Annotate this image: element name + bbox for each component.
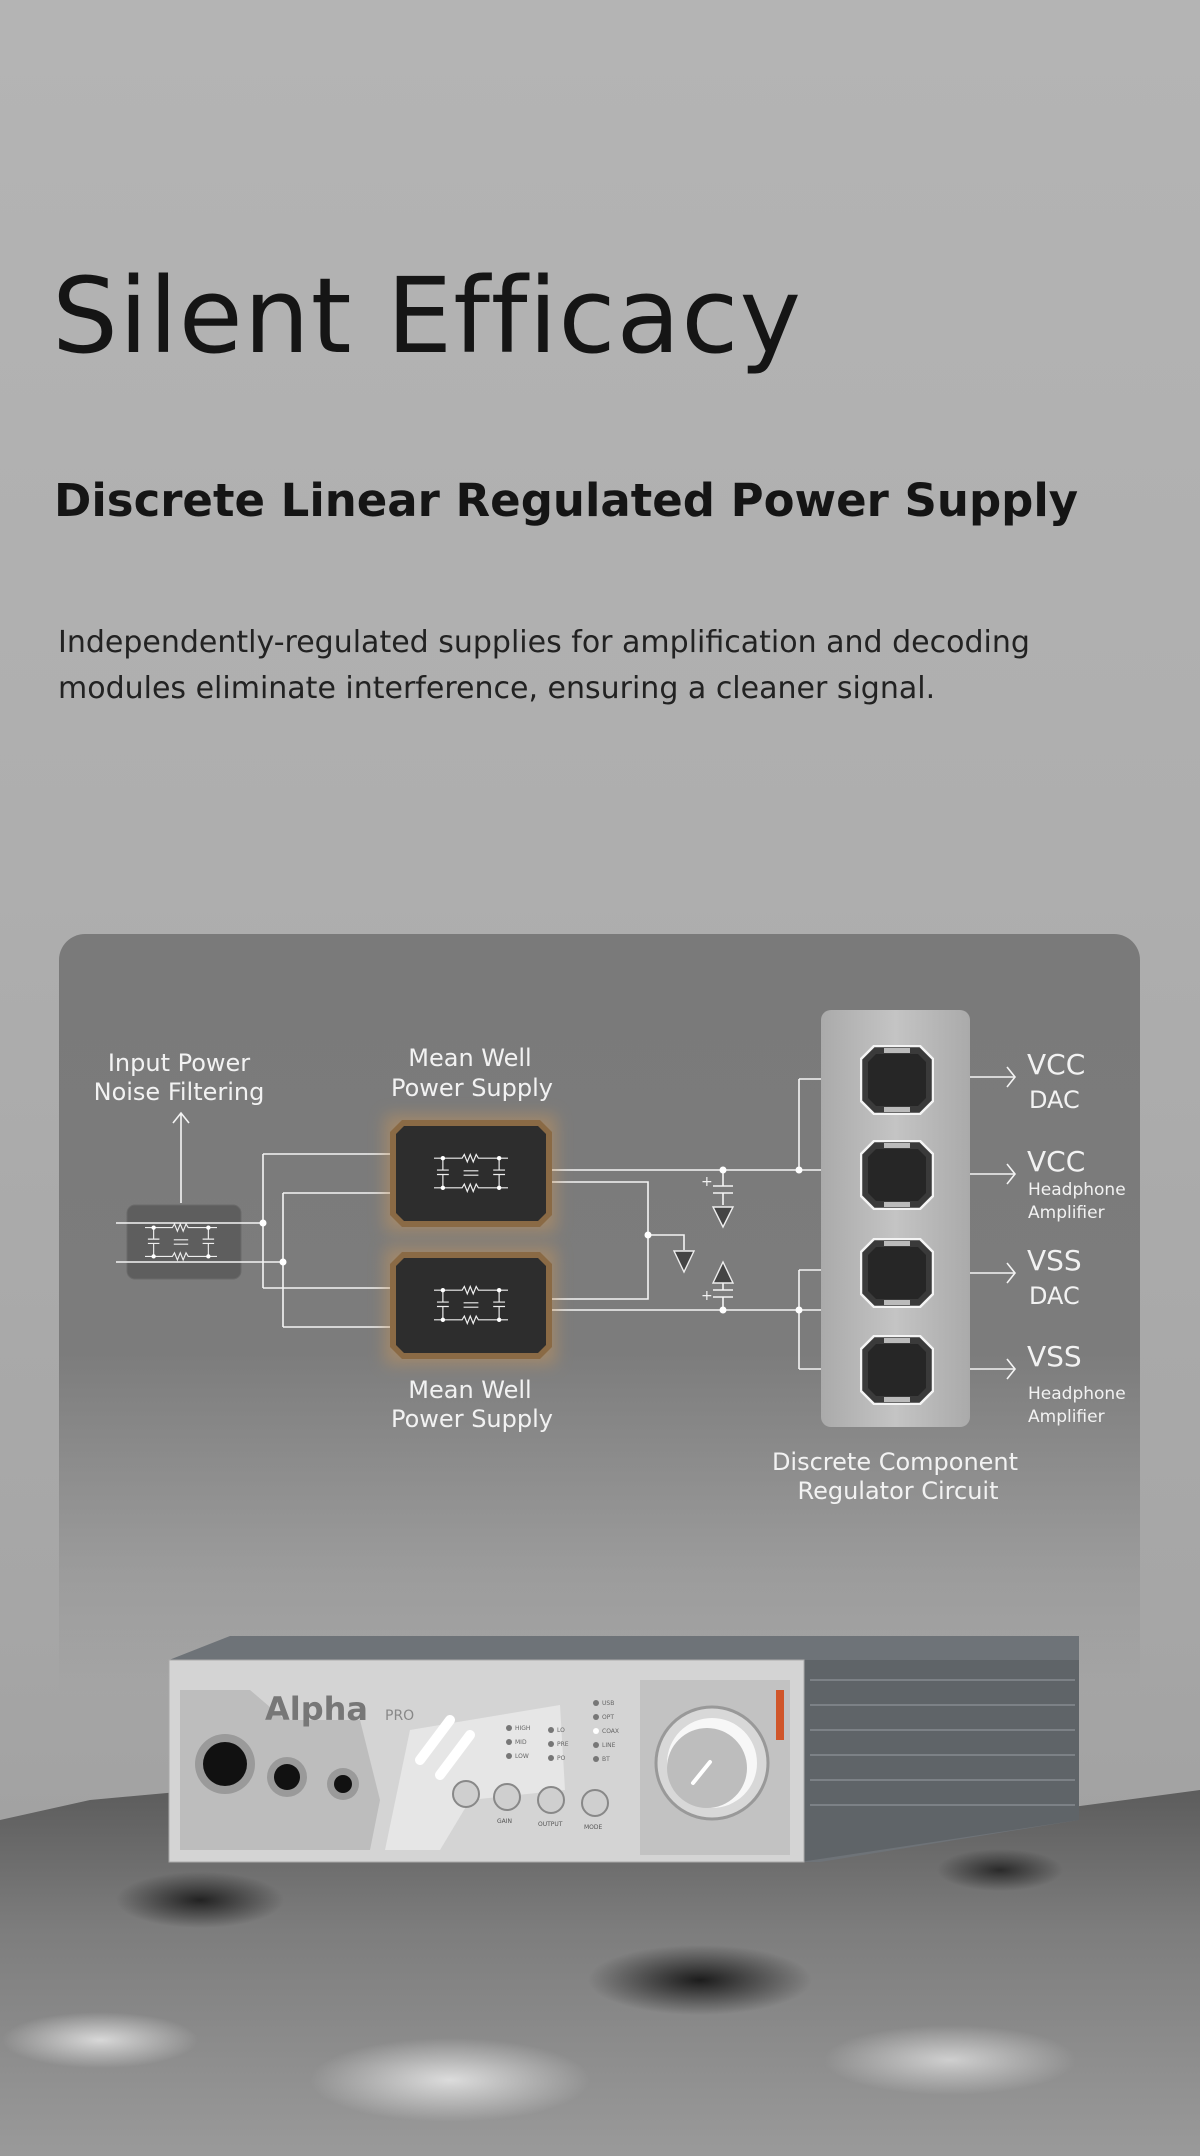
output-4-target-1: Headphone (1028, 1384, 1126, 1404)
psu-top-label-1: Mean Well (408, 1044, 531, 1072)
button[interactable] (452, 1780, 480, 1808)
mode-button[interactable] (581, 1789, 609, 1817)
input-filter-label-1: Input Power (108, 1049, 250, 1077)
knob-label: MODE (584, 1824, 603, 1831)
output-2-rail: VCC (1027, 1145, 1085, 1178)
junctions: ++ (259, 1166, 803, 1314)
input-filter-label-2: Noise Filtering (94, 1078, 265, 1106)
led-label: COAX (602, 1728, 619, 1735)
gain-button[interactable] (493, 1783, 521, 1811)
headphone-jack (274, 1764, 300, 1790)
output-2-target-2: Amplifier (1028, 1203, 1105, 1223)
mini-jack (334, 1775, 352, 1793)
led-label: MID (515, 1739, 527, 1746)
regulator-column (821, 1010, 970, 1427)
output-button[interactable] (537, 1786, 565, 1814)
regulator-label-2: Regulator Circuit (797, 1477, 998, 1505)
output-4-target-2: Amplifier (1028, 1407, 1105, 1427)
led-label: LINE (602, 1742, 616, 1749)
page-subtitle: Discrete Linear Regulated Power Supply (54, 474, 1079, 527)
led-label: PO (557, 1755, 566, 1762)
psu-top (385, 1115, 556, 1232)
knob-label: GAIN (497, 1818, 512, 1825)
led-label: USB (602, 1700, 614, 1707)
svg-text:+: + (701, 1174, 713, 1190)
output-3-rail: VSS (1027, 1244, 1082, 1277)
psu-bottom-label-1: Mean Well (408, 1376, 531, 1404)
output-2-target-1: Headphone (1028, 1180, 1126, 1200)
led-label: HIGH (515, 1725, 530, 1732)
accent-stripe (776, 1690, 784, 1740)
knob-label: OUTPUT (538, 1821, 563, 1828)
wires (116, 1066, 1017, 1380)
page-title: Silent Efficacy (52, 255, 803, 377)
device-model: PRO (385, 1708, 414, 1724)
led-label: OPT (602, 1714, 614, 1721)
led-label: LO (557, 1727, 565, 1734)
psu-bottom-label-2: Power Supply (391, 1405, 553, 1433)
output-1-rail: VCC (1027, 1048, 1085, 1081)
led-label: BT (602, 1756, 610, 1763)
led-label: LOW (515, 1753, 529, 1760)
psu-bottom (385, 1247, 556, 1364)
xlr-jack (203, 1742, 247, 1786)
led-label: PRE (557, 1741, 569, 1748)
output-4-rail: VSS (1027, 1340, 1082, 1373)
ground-symbols (672, 1206, 735, 1284)
psu-top-label-2: Power Supply (391, 1074, 553, 1102)
regulator-label-1: Discrete Component (772, 1448, 1018, 1476)
device-brand: Alpha (265, 1690, 368, 1728)
output-1-target: DAC (1029, 1086, 1080, 1114)
svg-text:+: + (701, 1288, 713, 1304)
output-3-target: DAC (1029, 1282, 1080, 1310)
description: Independently-regulated supplies for amp… (58, 625, 1030, 706)
